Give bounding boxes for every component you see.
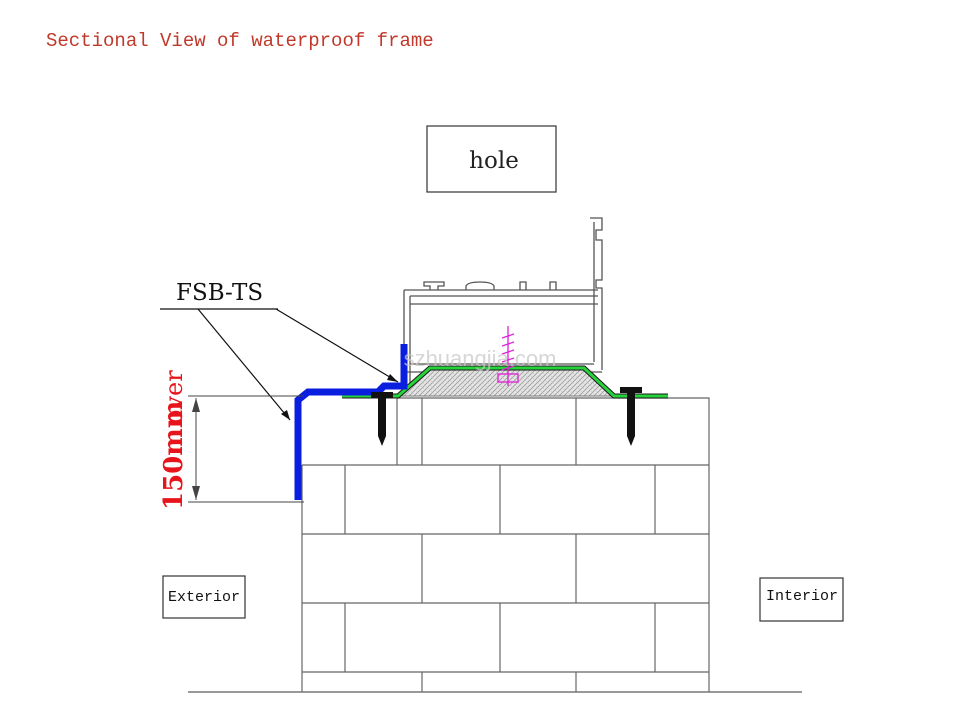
hole-box [426, 125, 557, 193]
dimension-lines [188, 395, 304, 503]
diagram-title: Sectional View of waterproof frame [46, 30, 434, 52]
dim-arrow-top [192, 398, 200, 412]
interior-label: Interior [766, 588, 838, 605]
dim-arrow-bottom [192, 486, 200, 500]
dimension-text: 150mm over [159, 370, 189, 510]
masonry-wall [301, 397, 710, 692]
anchor-icon [497, 326, 519, 386]
leader-arrow-1 [281, 410, 290, 420]
watermark: szhuangjia.com [404, 346, 557, 371]
exterior-label: Exterior [168, 589, 240, 606]
fsb-ts-flashing [294, 344, 408, 500]
screw-right-icon [620, 387, 642, 446]
leader-arrow-2 [387, 374, 398, 382]
hole-label: hole [469, 148, 519, 174]
product-label: FSB-TS [176, 280, 263, 306]
exterior-box [162, 575, 246, 619]
window-frame-profile [403, 217, 603, 384]
dimension-value: 150mm [159, 401, 189, 510]
dimension-word: over [160, 370, 188, 424]
leader-lines [197, 308, 399, 421]
screw-left-icon [371, 392, 393, 446]
interior-box [759, 577, 844, 622]
